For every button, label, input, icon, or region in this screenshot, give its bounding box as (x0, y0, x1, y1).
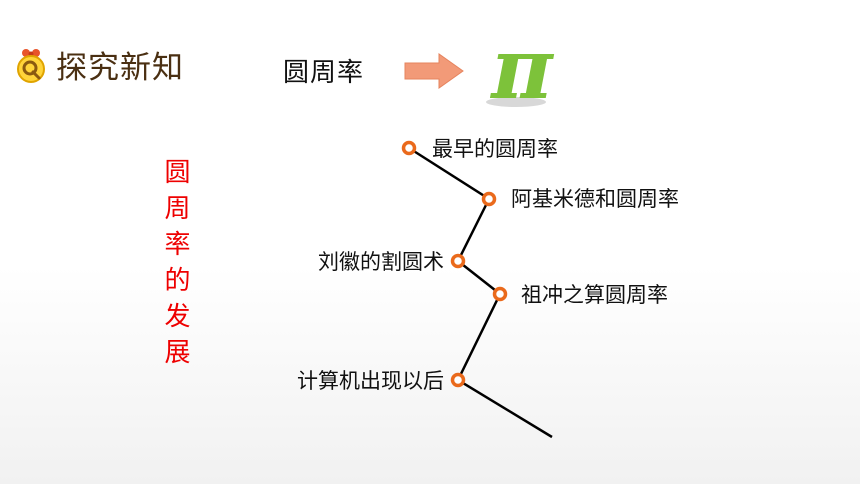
svg-text:π: π (489, 30, 554, 110)
topic-title: 圆周率 (283, 58, 365, 88)
timeline-label: 祖冲之算圆周率 (521, 283, 668, 307)
timeline-node (450, 372, 466, 388)
timeline-node (492, 286, 508, 302)
timeline-label: 计算机出现以后 (297, 369, 444, 393)
timeline-label: 阿基米德和圆周率 (511, 187, 679, 211)
timeline-label: 刘徽的割圆术 (318, 250, 444, 274)
timeline-node (450, 253, 466, 269)
pi-symbol: π (478, 19, 568, 118)
q-badge-icon (14, 45, 50, 85)
side-title: 圆周率的发展 (160, 158, 190, 374)
section-header: 探究新知 (14, 42, 184, 87)
timeline-node (401, 140, 417, 156)
timeline-label: 最早的圆周率 (432, 137, 558, 161)
section-title: 探究新知 (56, 50, 184, 86)
timeline-node (481, 191, 497, 207)
right-arrow-icon (403, 51, 465, 95)
